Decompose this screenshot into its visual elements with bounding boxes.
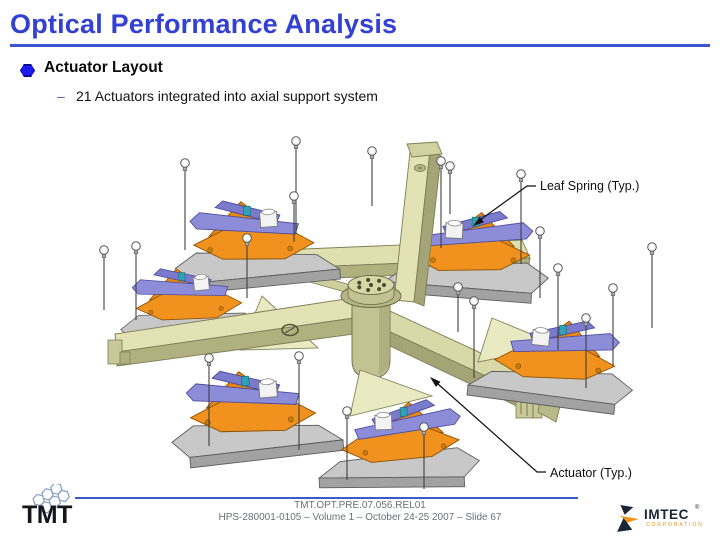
tmt-logo: TMT	[16, 484, 92, 536]
leader-arrowhead	[473, 216, 484, 226]
leaf-spring-callout: Leaf Spring (Typ.)	[473, 179, 639, 226]
sub-bullet-text: 21 Actuators integrated into axial suppo…	[76, 88, 378, 104]
spider-beam-left	[107, 297, 355, 367]
spreader-triangle-bottom	[349, 369, 434, 417]
imtec-mark-icon	[617, 505, 639, 532]
center-hub	[340, 275, 402, 379]
leader-arrowhead	[430, 377, 441, 387]
footer-rule	[75, 497, 578, 499]
footer-doc-id: TMT.OPT.PRE.07.056.REL01	[294, 500, 426, 511]
footer-text: TMT.OPT.PRE.07.056.REL01 HPS-280001-0105…	[0, 500, 720, 523]
footer-reference: HPS-280001-0105 – Volume 1 – October 24-…	[218, 511, 502, 523]
title-underline	[10, 44, 710, 47]
imtec-tagline: CORPORATION	[646, 522, 704, 528]
bullet-actuator-layout: Actuator Layout	[44, 59, 163, 76]
tmt-logo-text: TMT	[22, 501, 72, 529]
leaf-spring-label: Leaf Spring (Typ.)	[540, 179, 639, 193]
spider-beam-up	[393, 141, 443, 307]
imtec-logo: IMTEC ® CORPORATION	[612, 504, 714, 536]
actuator-callout: Actuator (Typ.)	[430, 377, 632, 480]
imtec-logo-text: IMTEC	[644, 507, 689, 522]
sub-bullet-dash: –	[57, 88, 65, 104]
page-title: Optical Performance Analysis	[10, 9, 398, 39]
hexagon-bullet-icon	[20, 64, 35, 77]
support-rods	[103, 148, 653, 489]
actuator-label: Actuator (Typ.)	[550, 466, 632, 480]
imtec-registered-mark: ®	[695, 505, 700, 511]
whiffletree-cluster-bottom-left	[165, 360, 345, 470]
